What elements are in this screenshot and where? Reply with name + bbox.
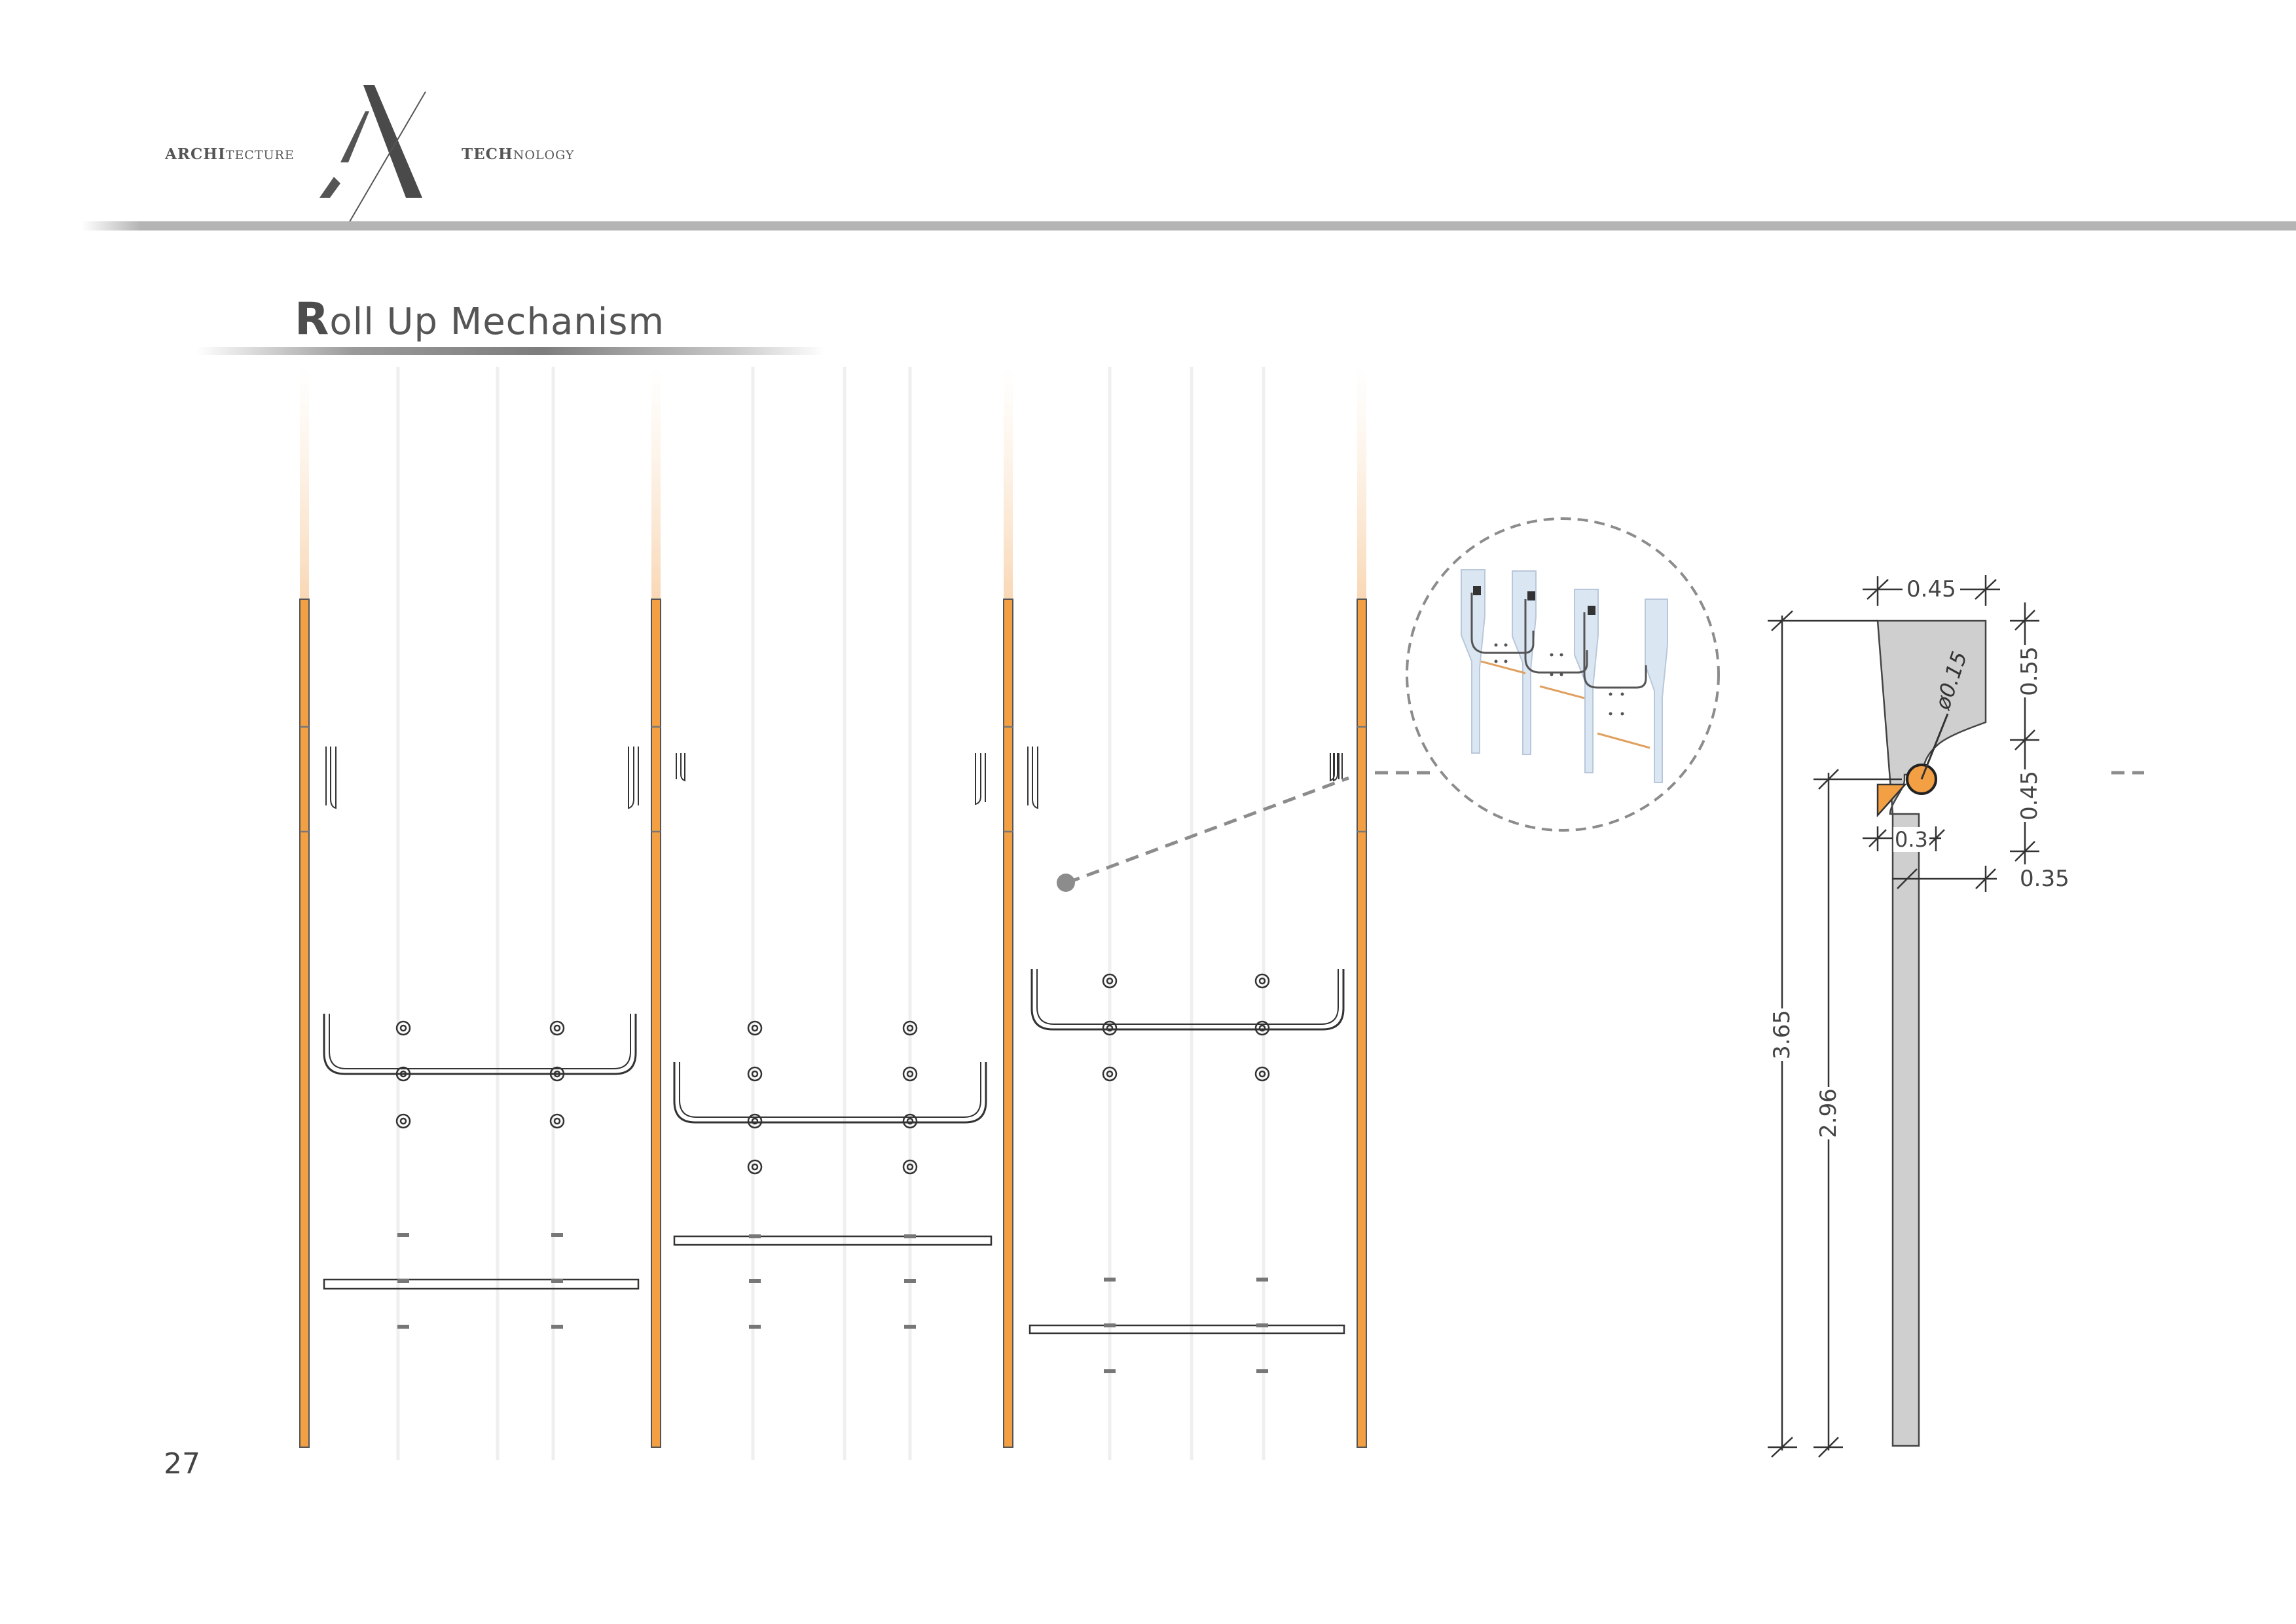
header-architecture-light: TECTURE (225, 148, 295, 162)
detail-inset-3d-view (1461, 569, 1668, 783)
callout-dot-icon (1057, 874, 1075, 892)
header-technology-bold: TECH (462, 145, 513, 163)
dim-slot-width: 0.3 (1893, 827, 1929, 852)
header-architecture-label: ARCHITECTURE (165, 145, 295, 163)
header-technology-label: TECHNOLOGY (462, 145, 574, 163)
stage-1 (299, 367, 640, 1448)
dim-top-width: 0.45 (1903, 576, 1960, 602)
header-technology-light: NOLOGY (513, 148, 575, 162)
ghost-lines (396, 367, 1266, 1460)
stage-2 (651, 367, 993, 1448)
page-number: 27 (164, 1447, 200, 1481)
stage-3 (1003, 367, 1345, 1448)
dim-middle-height: 0.45 (2016, 769, 2043, 822)
dim-stem-width: 0.35 (2020, 866, 2069, 892)
section-detail (1876, 619, 1987, 1447)
ax-monogram-logo (319, 85, 426, 225)
page-title: Roll Up Mechanism (295, 293, 665, 345)
page-title-initial: R (295, 293, 330, 345)
stage-4 (1333, 367, 1367, 1448)
page-title-text: oll Up Mechanism (329, 301, 665, 343)
dim-upper-height: 0.55 (2016, 645, 2043, 697)
detail-callout (1057, 517, 2144, 892)
title-underline (196, 347, 825, 355)
dim-lower-height: 2.96 (1815, 1087, 1842, 1139)
header-rule (82, 221, 2296, 231)
header-architecture-bold: ARCHI (165, 145, 226, 163)
dim-total-height: 3.65 (1769, 1008, 1795, 1061)
